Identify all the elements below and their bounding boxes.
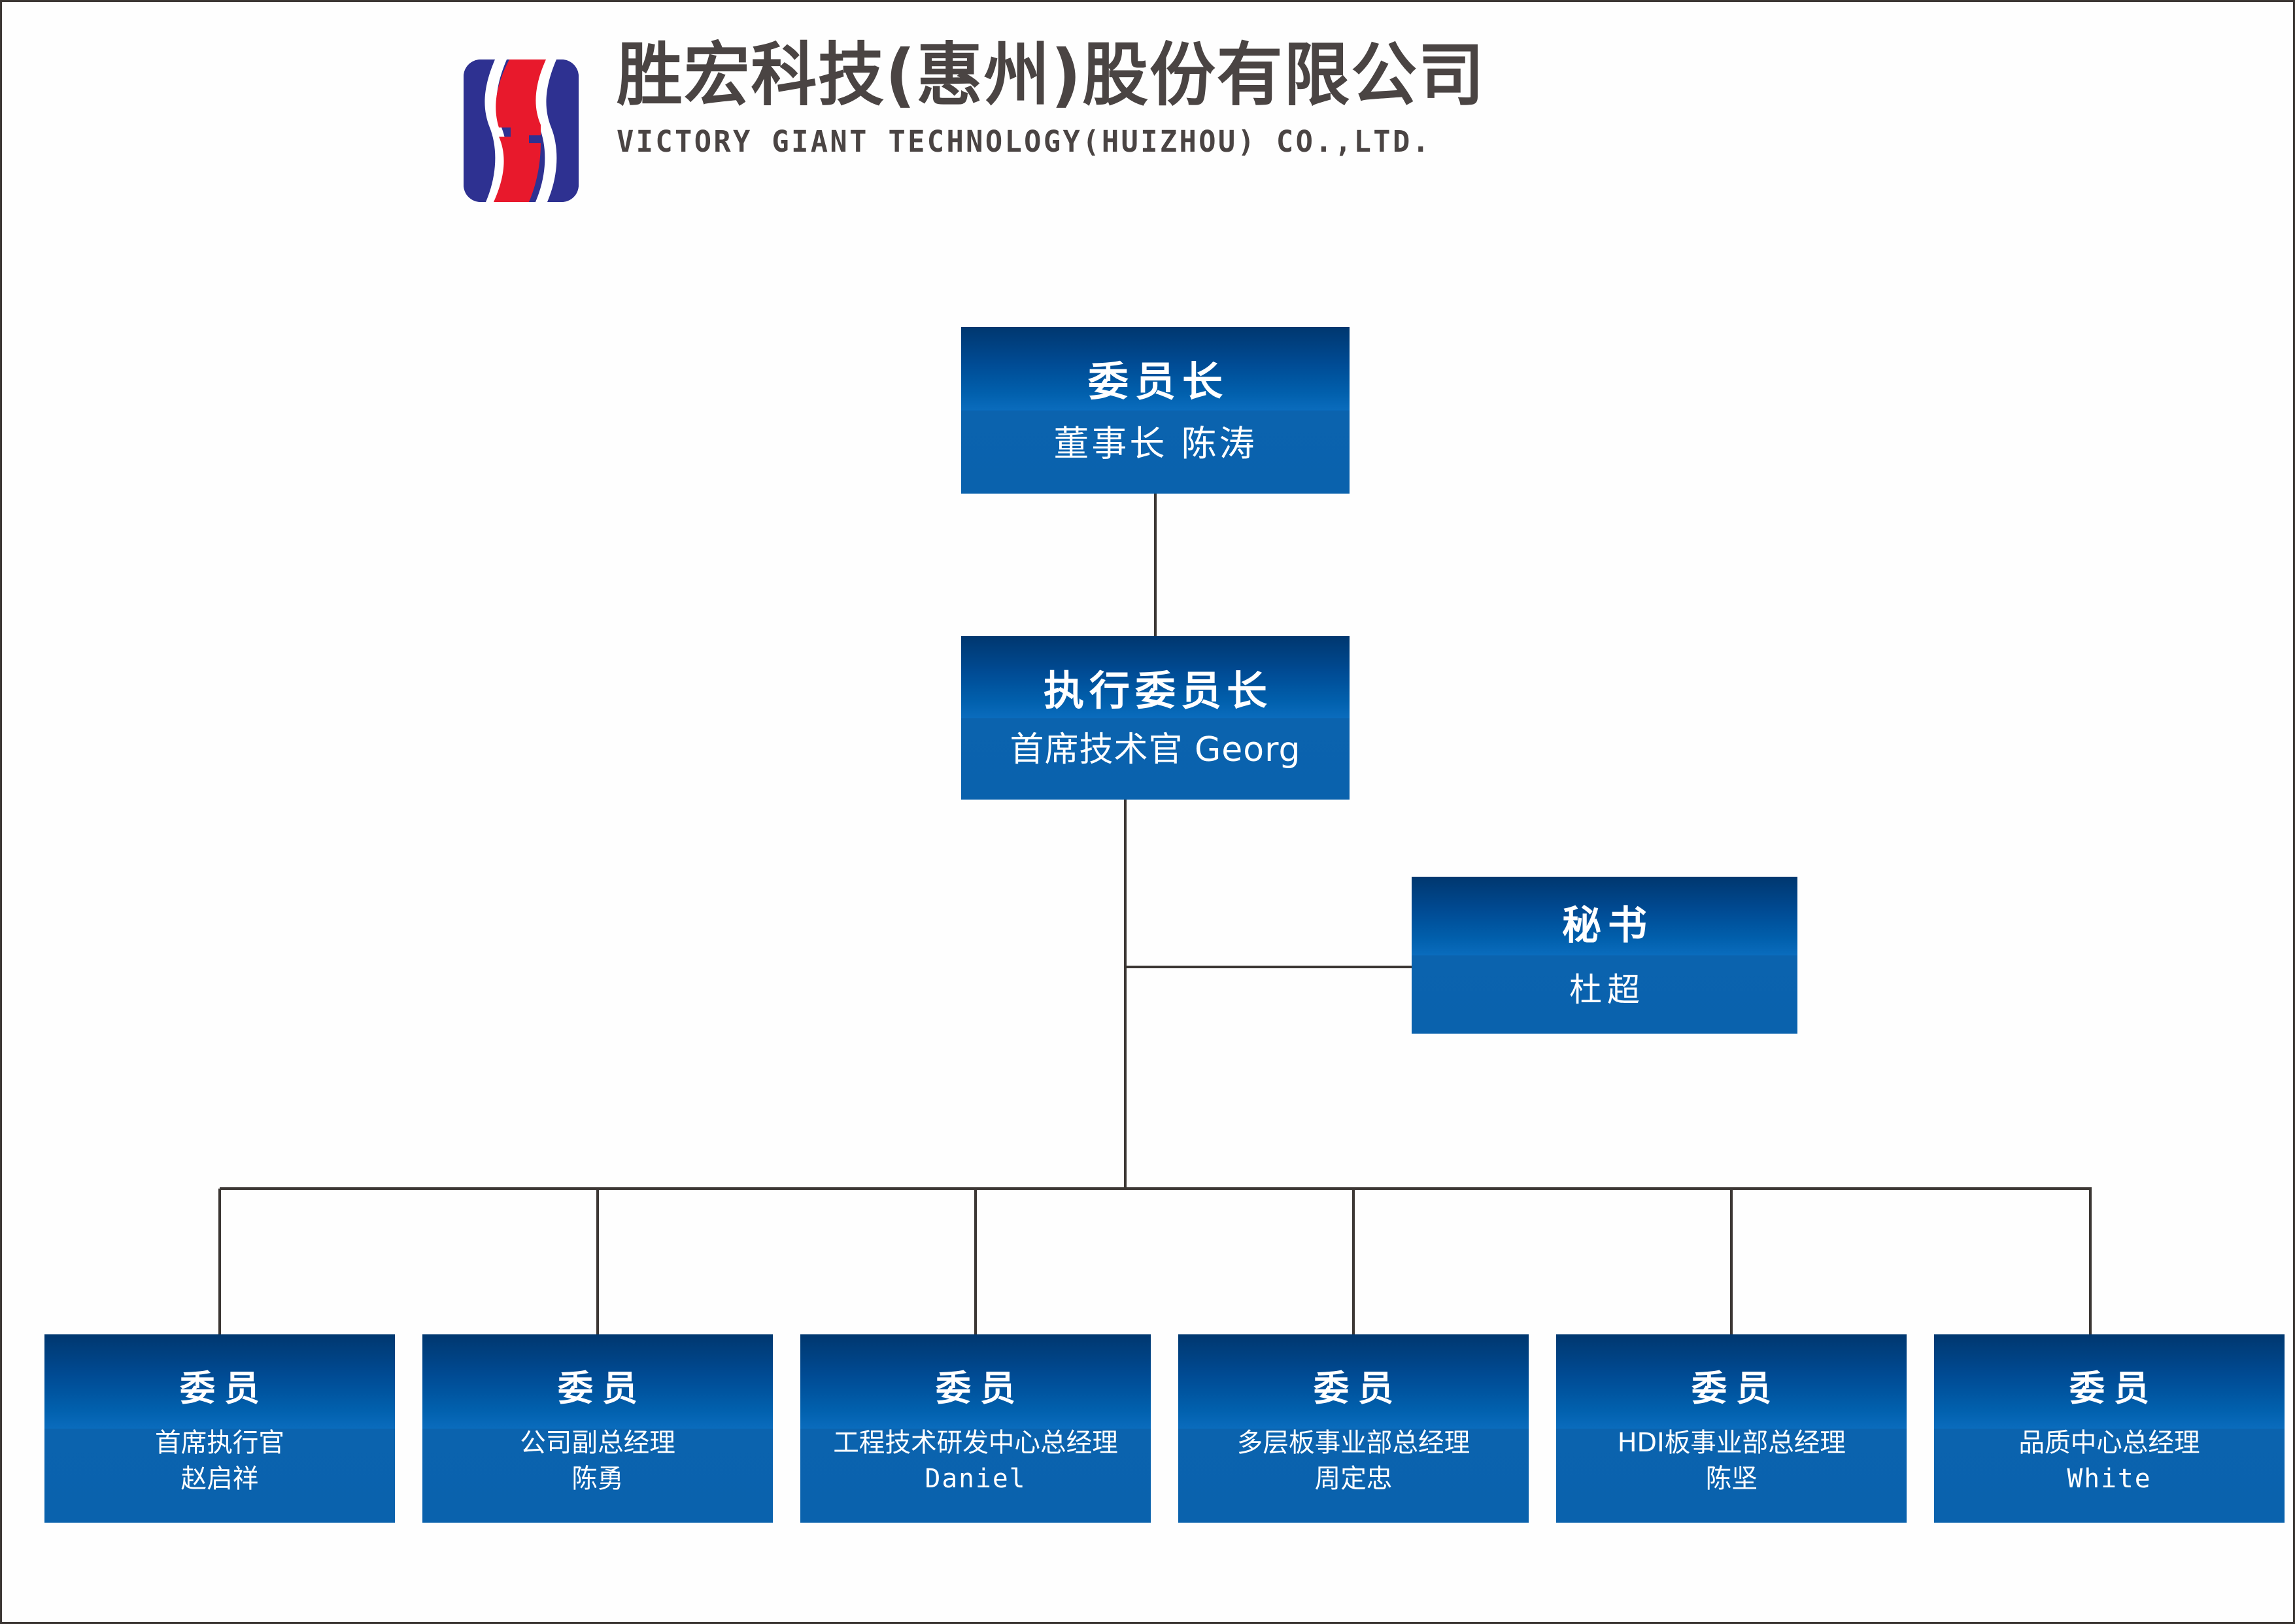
connector-drop-member-2 (974, 1189, 977, 1336)
node-chairman-title: 委员长 (1087, 358, 1229, 406)
node-member-2-role: 工程技术研发中心总经理 (833, 1428, 1118, 1459)
connector-drop-member-0 (218, 1189, 221, 1336)
node-member-4-detail: HDI板事业部总经理 陈坚 (1617, 1429, 1845, 1494)
node-member-2-title: 委员 (936, 1368, 1025, 1410)
node-member-3-role: 多层板事业部总经理 (1236, 1428, 1470, 1459)
connector-drop-member-5 (2089, 1189, 2092, 1336)
node-member-1[interactable]: 委员 公司副总经理 陈勇 (422, 1334, 773, 1523)
company-name-cn: 胜宏科技(惠州)股份有限公司 (617, 35, 1486, 115)
node-member-2-detail: 工程技术研发中心总经理 Daniel (833, 1429, 1118, 1494)
node-secretary-title: 秘书 (1562, 903, 1654, 949)
company-logo-icon (464, 59, 579, 202)
node-member-4[interactable]: 委员 HDI板事业部总经理 陈坚 (1556, 1334, 1907, 1523)
node-member-3-name: 周定忠 (1314, 1464, 1393, 1494)
node-member-0-detail: 首席执行官 赵启祥 (155, 1429, 284, 1494)
node-member-2-name: Daniel (925, 1464, 1027, 1494)
company-name-en: VICTORY GIANT TECHNOLOGY(HUIZHOU) CO.,LT… (617, 124, 1432, 159)
node-member-1-detail: 公司副总经理 陈勇 (520, 1429, 675, 1494)
connector-exec-to-secretary (1124, 966, 1413, 968)
node-member-5-name: White (2067, 1464, 2152, 1494)
node-executive-chairman-subtitle: 首席技术官 Georg (1010, 730, 1301, 770)
node-member-3-title: 委员 (1314, 1368, 1402, 1410)
node-member-5[interactable]: 委员 品质中心总经理 White (1934, 1334, 2285, 1523)
node-member-1-name: 陈勇 (571, 1464, 624, 1494)
node-chairman-subtitle: 董事长 陈涛 (1053, 423, 1257, 465)
node-secretary-subtitle: 杜超 (1569, 971, 1645, 1009)
node-member-5-role: 品质中心总经理 (2018, 1428, 2200, 1459)
connector-member-bus (220, 1187, 2092, 1190)
connector-chairman-to-exec (1154, 494, 1157, 637)
node-member-0[interactable]: 委员 首席执行官 赵启祥 (44, 1334, 395, 1523)
node-member-3-detail: 多层板事业部总经理 周定忠 (1237, 1429, 1470, 1494)
node-member-5-detail: 品质中心总经理 White (2018, 1429, 2200, 1494)
connector-exec-spine (1124, 800, 1127, 1190)
node-member-1-title: 委员 (558, 1368, 647, 1410)
node-member-4-title: 委员 (1692, 1368, 1780, 1410)
node-member-2[interactable]: 委员 工程技术研发中心总经理 Daniel (800, 1334, 1151, 1523)
node-chairman[interactable]: 委员长 董事长 陈涛 (961, 327, 1350, 494)
connector-drop-member-1 (596, 1189, 599, 1336)
node-member-3[interactable]: 委员 多层板事业部总经理 周定忠 (1178, 1334, 1529, 1523)
node-member-5-title: 委员 (2069, 1368, 2158, 1410)
node-member-0-name: 赵启祥 (180, 1464, 259, 1494)
node-member-4-role: HDI板事业部总经理 (1617, 1428, 1846, 1459)
node-secretary[interactable]: 秘书 杜超 (1412, 877, 1797, 1034)
node-member-0-role: 首席执行官 (155, 1428, 284, 1459)
company-header: 胜宏科技(惠州)股份有限公司 VICTORY GIANT TECHNOLOGY(… (464, 41, 1522, 202)
connector-drop-member-4 (1730, 1189, 1733, 1336)
node-executive-chairman-title: 执行委员长 (1043, 666, 1272, 715)
connector-drop-member-3 (1352, 1189, 1355, 1336)
node-member-1-role: 公司副总经理 (520, 1428, 675, 1459)
node-member-4-name: 陈坚 (1705, 1464, 1758, 1494)
company-name-block: 胜宏科技(惠州)股份有限公司 VICTORY GIANT TECHNOLOGY(… (617, 35, 1522, 160)
node-executive-chairman[interactable]: 执行委员长 首席技术官 Georg (961, 636, 1350, 800)
node-member-0-title: 委员 (180, 1368, 269, 1410)
